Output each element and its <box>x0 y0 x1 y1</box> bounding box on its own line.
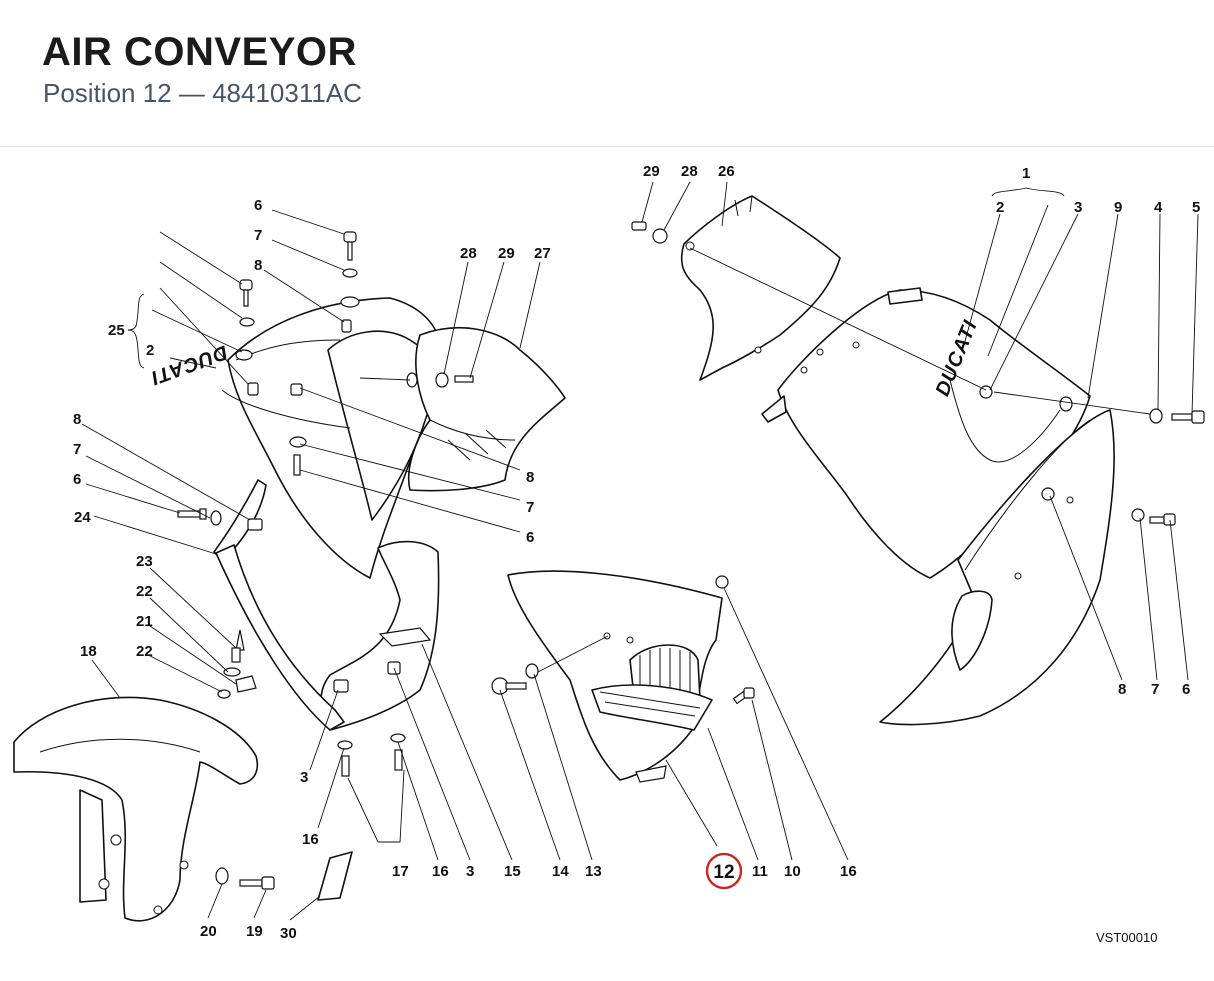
callout-label: 6 <box>526 529 534 546</box>
side-fairing-right <box>761 287 1115 726</box>
left-hardware <box>177 231 474 777</box>
drawing-code: VST00010 <box>1096 930 1157 945</box>
page-title: AIR CONVEYOR <box>42 30 357 74</box>
callout-label: 16 <box>302 831 319 848</box>
callout-label: 3 <box>466 863 474 880</box>
callout-label: 26 <box>718 163 735 180</box>
callout-label: 19 <box>246 923 263 940</box>
callout-label: 15 <box>504 863 521 880</box>
callout-label: 7 <box>1151 681 1159 698</box>
callout-label: 10 <box>784 863 801 880</box>
callout-label-highlighted: 12 <box>713 862 734 883</box>
page-subtitle: Position 12 — 48410311AC <box>43 78 362 108</box>
callout-label: 2 <box>996 199 1004 216</box>
callout-label: 23 <box>136 553 153 570</box>
callout-label: 7 <box>73 441 81 458</box>
callout-label: 22 <box>136 583 153 600</box>
bracket-24 <box>215 544 345 731</box>
callout-label: 28 <box>681 163 698 180</box>
highlight-ring <box>705 852 743 890</box>
callout-label: 28 <box>460 245 477 262</box>
callout-label: 20 <box>200 923 217 940</box>
callout-label: 8 <box>1118 681 1126 698</box>
callout-label: 7 <box>526 499 534 516</box>
callout-label: 3 <box>300 769 308 786</box>
callout-label: 8 <box>73 411 81 428</box>
callout-label: 6 <box>73 471 81 488</box>
callout-label: 16 <box>840 863 857 880</box>
air-duct-26 <box>680 195 841 381</box>
callout-label: 9 <box>1114 199 1122 216</box>
callout-label: 8 <box>254 257 262 274</box>
callout-label: 5 <box>1192 199 1200 216</box>
callout-label: 24 <box>74 509 91 526</box>
callout-label: 2 <box>146 342 154 359</box>
air-duct-27 <box>407 327 566 492</box>
callout-label: 3 <box>1074 199 1082 216</box>
callout-label: 13 <box>585 863 602 880</box>
reflector-30 <box>317 851 353 901</box>
callout-label: 18 <box>80 643 97 660</box>
callout-label: 7 <box>254 227 262 244</box>
callout-labels: 29 28 26 1 2 3 9 4 5 6 7 8 28 29 27 25 2… <box>73 163 1200 942</box>
callout-label: 1 <box>1022 165 1030 182</box>
center-hardware <box>491 221 755 705</box>
air-conveyor-12 <box>507 570 723 783</box>
ducati-logo-left: DUCATI <box>148 341 231 389</box>
callout-label: 6 <box>1182 681 1190 698</box>
callout-label: 17 <box>392 863 409 880</box>
callout-label: 4 <box>1154 199 1163 216</box>
front-mudguard-18 <box>13 696 275 922</box>
callout-label: 11 <box>752 863 768 880</box>
callout-label: 16 <box>432 863 449 880</box>
callout-label: 8 <box>526 469 534 486</box>
callout-label: 29 <box>643 163 660 180</box>
callout-label: 25 <box>108 322 125 339</box>
callout-label: 30 <box>280 925 297 942</box>
callout-label: 27 <box>534 245 551 262</box>
callout-label: 21 <box>136 613 153 630</box>
callout-label: 22 <box>136 643 153 660</box>
air-conveyor-15 <box>320 540 440 731</box>
callout-label: 6 <box>254 197 262 214</box>
leader-lines <box>81 181 1199 921</box>
right-hardware <box>979 385 1205 526</box>
exploded-parts-diagram: DUCATI <box>13 163 1205 945</box>
upper-fairing-left <box>213 297 441 579</box>
callout-label: 29 <box>498 245 515 262</box>
callout-label: 14 <box>552 863 569 880</box>
page-header: AIR CONVEYOR Position 12 — 48410311AC <box>0 0 1214 147</box>
